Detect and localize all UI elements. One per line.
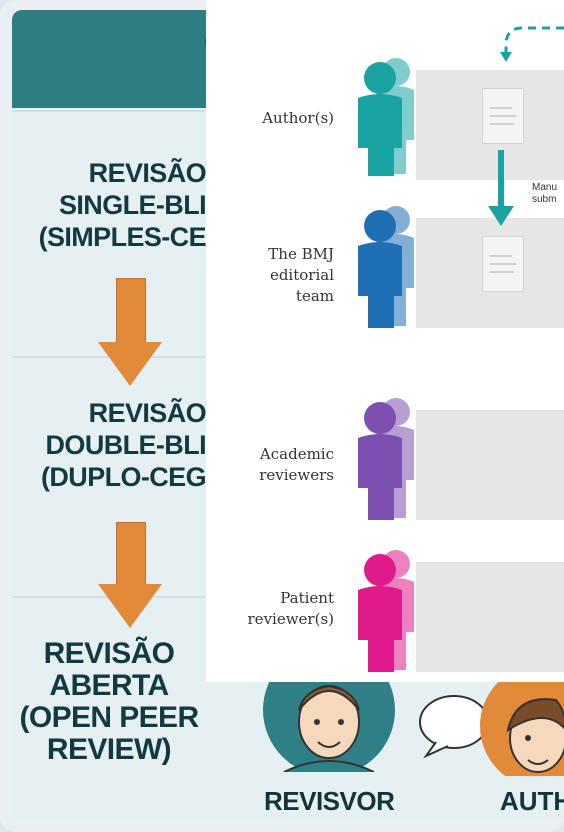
step3-line4: REVIEW) — [46, 733, 172, 766]
step2-line1: REVISÃO — [88, 398, 207, 428]
submission-arrow-icon — [498, 150, 504, 210]
role-label-editorial: The BMJ editorial team — [206, 244, 334, 307]
arrow-note-line: Manu — [532, 182, 558, 193]
role-label-line: reviewer(s) — [247, 610, 334, 628]
arrow-note-line: subm — [532, 194, 557, 205]
speech-bubble-icon — [419, 695, 489, 759]
step3-line2: ABERTA — [49, 669, 169, 702]
step2-line2: DOUBLE-BLI — [45, 430, 207, 460]
arrow-down-icon — [116, 278, 146, 344]
role-label-line: reviewers — [259, 466, 334, 484]
step2-line3: (DUPLO-CEG — [41, 462, 207, 492]
submission-arrowhead-icon — [488, 206, 514, 226]
reviewer-avatar-icon — [263, 662, 395, 772]
role-label-line: Patient — [280, 589, 334, 607]
arrow-down-icon — [116, 522, 146, 586]
role-label-academic: Academic reviewers — [206, 444, 334, 486]
lane-patient — [416, 562, 564, 672]
authors-people-icon — [358, 58, 414, 176]
role-label-line: team — [295, 287, 334, 305]
role-label-authors: Author(s) — [206, 108, 334, 129]
role-label-line: editorial — [269, 266, 334, 284]
role-label-patient: Patient reviewer(s) — [206, 588, 334, 630]
reviewer-label: REVISVOR — [264, 786, 395, 816]
editorial-people-icon — [358, 206, 414, 328]
bmj-peer-review-figure: Author(s) The BMJ editorial team Academi… — [206, 0, 564, 682]
arrow-head-icon — [98, 342, 162, 386]
patient-people-icon — [358, 550, 414, 672]
arrow-note: Manu subm — [532, 182, 557, 206]
step3-line1: REVISÃO — [43, 637, 175, 670]
role-label-line: Academic — [259, 445, 334, 463]
step1-line1: REVISÃO — [88, 158, 207, 188]
step1-line2: SINGLE-BLI — [59, 190, 207, 220]
author-avatar-icon — [480, 676, 564, 776]
manuscript-document-icon — [482, 236, 524, 292]
arrow-head-icon — [98, 584, 162, 628]
academic-people-icon — [358, 398, 414, 520]
role-label-line: The BMJ — [268, 245, 334, 263]
role-label-line: Author(s) — [262, 109, 334, 127]
step1-line3: (SIMPLES-CE — [38, 222, 207, 252]
manuscript-document-icon — [482, 88, 524, 144]
dashed-return-arrow-icon — [500, 26, 564, 62]
lane-academic — [416, 410, 564, 520]
author-label: AUTH — [500, 786, 564, 816]
step3-line3: (OPEN PEER — [19, 701, 199, 734]
